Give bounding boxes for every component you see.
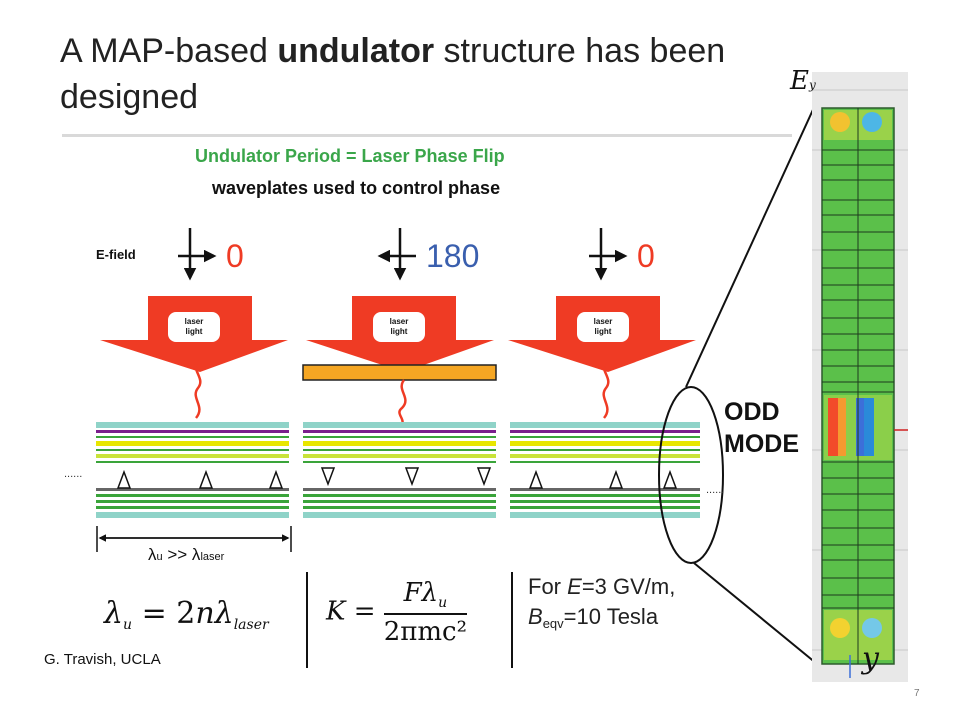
beam-wave-3	[602, 359, 610, 419]
laser-arrow-2	[306, 296, 494, 372]
page-number: 7	[914, 688, 920, 699]
structure-block-3	[510, 422, 700, 518]
field-strength-note: For E=3 GV/m, Beqv=10 Tesla	[528, 574, 676, 631]
efield-label: E-field	[96, 247, 136, 262]
laser-arrow-3	[508, 296, 696, 372]
efield-arrow-3	[589, 228, 628, 281]
beam-wave-2	[398, 379, 407, 427]
field-map-panel	[812, 72, 908, 682]
structure-block-2	[303, 422, 496, 518]
efield-arrow-1	[178, 228, 217, 281]
slide-title: A MAP-based undulator structure has been…	[60, 32, 726, 116]
phase-label-3: 0	[637, 238, 655, 274]
equation-wavelength: λu = 2nλlaser	[104, 596, 269, 633]
subtitle-period: Undulator Period = Laser Phase Flip	[195, 146, 505, 166]
continuation-dots-left: ......	[64, 468, 83, 480]
subtitle-waveplates: waveplates used to control phase	[212, 178, 501, 198]
continuation-dots-right: ......	[706, 484, 725, 496]
zoom-line-top	[685, 89, 823, 388]
phase-label-1: 0	[226, 238, 244, 274]
title-bold: undulator	[277, 32, 435, 70]
laser-arrow-1	[100, 296, 288, 372]
efield-arrow-2	[377, 228, 416, 281]
structure-block-1	[96, 422, 289, 518]
zoom-ellipse	[658, 386, 724, 564]
waveplate	[302, 364, 497, 381]
title-divider	[62, 134, 792, 137]
ey-axis-label: Ey	[790, 66, 816, 96]
period-dimension-line	[96, 526, 292, 552]
beam-wave-1	[194, 359, 202, 419]
zoom-line-bottom	[693, 562, 823, 669]
y-axis-label: y	[862, 641, 879, 676]
phase-label-2: 180	[426, 238, 480, 274]
period-relation: λu >> λlaser	[148, 545, 225, 564]
author-credit: G. Travish, UCLA	[44, 651, 161, 668]
